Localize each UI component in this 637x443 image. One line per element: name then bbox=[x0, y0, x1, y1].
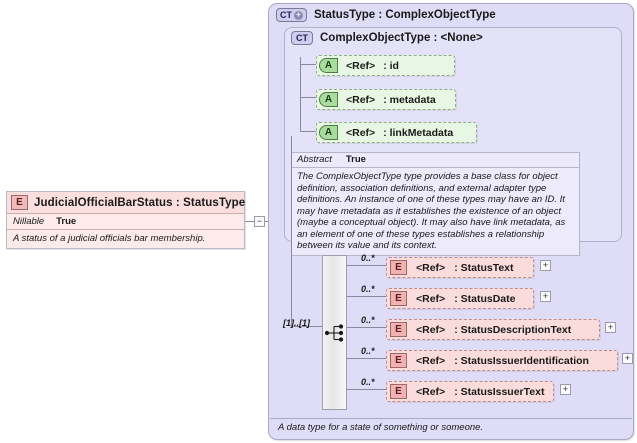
element-ref-label: <Ref> bbox=[416, 385, 446, 398]
attribute-badge-icon: A bbox=[319, 92, 338, 107]
element-branch-statusissueridentification bbox=[347, 358, 386, 359]
complex-type-badge-icon[interactable]: CT bbox=[291, 31, 313, 45]
attribute-branch-metadata bbox=[300, 97, 316, 98]
root-element-property-row: Nillable True bbox=[7, 213, 244, 229]
complex-type-expand-badge-icon[interactable]: CT + bbox=[276, 8, 307, 22]
element-name-label: : StatusText bbox=[454, 261, 514, 274]
element-name-label: : StatusDate bbox=[454, 292, 516, 305]
element-ref-label: <Ref> bbox=[416, 261, 446, 274]
element-branch-statustext bbox=[347, 265, 386, 266]
element-row-statustext[interactable]: E <Ref> : StatusText bbox=[386, 257, 534, 278]
element-name-label: : StatusIssuerIdentification bbox=[454, 354, 589, 367]
attribute-badge-icon: A bbox=[319, 125, 338, 140]
abstract-value: True bbox=[345, 154, 366, 165]
attribute-name-label: : linkMetadata bbox=[383, 126, 454, 139]
expand-button-statusissuertext[interactable]: + bbox=[560, 384, 571, 395]
attribute-badge-icon: A bbox=[319, 58, 338, 73]
element-name-label: : StatusDescriptionText bbox=[454, 323, 572, 336]
sequence-trunk-line bbox=[291, 136, 292, 326]
element-ref-label: <Ref> bbox=[416, 292, 446, 305]
element-badge-icon: E bbox=[11, 195, 28, 210]
attribute-name-label: : metadata bbox=[383, 93, 436, 106]
occurrence-label: 0..* bbox=[361, 315, 375, 325]
plus-icon: + bbox=[607, 321, 614, 332]
connector-line-element-to-toggle bbox=[245, 221, 254, 222]
element-row-statusissuertext[interactable]: E <Ref> : StatusIssuerText bbox=[386, 381, 554, 402]
element-badge-icon: E bbox=[390, 322, 407, 337]
abstract-key: Abstract bbox=[297, 154, 332, 165]
attribute-ref-label: <Ref> bbox=[346, 93, 376, 106]
element-badge-icon: E bbox=[390, 291, 407, 306]
expand-button-statustext[interactable]: + bbox=[540, 260, 551, 271]
occurrence-label: 0..* bbox=[361, 377, 375, 387]
expand-plus-icon: + bbox=[294, 10, 303, 20]
attribute-branch-id bbox=[300, 64, 316, 65]
panel-header: CT + StatusType : ComplexObjectType bbox=[269, 4, 633, 25]
attribute-name-label: : id bbox=[383, 59, 399, 72]
element-row-statusissueridentification[interactable]: E <Ref> : StatusIssuerIdentification bbox=[386, 350, 618, 371]
element-badge-icon: E bbox=[390, 384, 407, 399]
collapse-toggle-glyph: − bbox=[256, 215, 263, 226]
panel-footer-documentation: A data type for a state of something or … bbox=[270, 418, 632, 433]
abstract-row: Abstract True bbox=[292, 153, 579, 168]
attribute-row-id[interactable]: A <Ref> : id bbox=[316, 55, 455, 76]
panel-title: StatusType : ComplexObjectType bbox=[314, 9, 496, 21]
sequence-cardinality-label: [1]..[1] bbox=[283, 318, 310, 328]
root-element-title: JudicialOfficialBarStatus : StatusType bbox=[34, 196, 246, 209]
abstract-documentation-block: Abstract True The ComplexObjectType type… bbox=[291, 152, 580, 257]
element-branch-statusdescriptiontext bbox=[347, 327, 386, 328]
expand-button-statusdate[interactable]: + bbox=[540, 291, 551, 302]
abstract-documentation-text: The ComplexObjectType type provides a ba… bbox=[297, 171, 566, 252]
expand-button-statusdescriptiontext[interactable]: + bbox=[605, 322, 616, 333]
occurrence-label: 0..* bbox=[361, 253, 375, 263]
plus-icon: + bbox=[562, 383, 569, 394]
inner-panel-header: CT ComplexObjectType : <None> bbox=[285, 28, 621, 47]
expand-button-statusissueridentification[interactable]: + bbox=[622, 353, 633, 364]
ct-badge-label: CT bbox=[280, 9, 292, 20]
occurrence-label: 0..* bbox=[361, 284, 375, 294]
root-element-documentation: A status of a judicial officials bar mem… bbox=[7, 229, 244, 249]
plus-icon: + bbox=[624, 352, 631, 363]
sequence-compositor-box[interactable] bbox=[322, 255, 347, 410]
root-element-box[interactable]: E JudicialOfficialBarStatus : StatusType… bbox=[6, 191, 246, 250]
element-name-label: : StatusIssuerText bbox=[454, 385, 545, 398]
element-ref-label: <Ref> bbox=[416, 354, 446, 367]
element-row-statusdescriptiontext[interactable]: E <Ref> : StatusDescriptionText bbox=[386, 319, 600, 340]
attribute-ref-label: <Ref> bbox=[346, 126, 376, 139]
attribute-tree-trunk bbox=[300, 57, 301, 132]
occurrence-label: 0..* bbox=[361, 346, 375, 356]
attribute-row-metadata[interactable]: A <Ref> : metadata bbox=[316, 89, 456, 110]
root-element-header: E JudicialOfficialBarStatus : StatusType bbox=[7, 192, 246, 213]
sequence-connector-line bbox=[291, 326, 330, 327]
inner-ct-badge-label: CT bbox=[296, 32, 308, 43]
property-value: True bbox=[56, 216, 77, 227]
element-branch-statusissuertext bbox=[347, 389, 386, 390]
plus-icon: + bbox=[542, 290, 549, 301]
element-ref-label: <Ref> bbox=[416, 323, 446, 336]
element-badge-icon: E bbox=[390, 260, 407, 275]
collapse-toggle-button[interactable]: − bbox=[254, 216, 265, 227]
attribute-branch-linkmetadata bbox=[300, 131, 316, 132]
element-row-statusdate[interactable]: E <Ref> : StatusDate bbox=[386, 288, 534, 309]
inner-panel-title: ComplexObjectType : <None> bbox=[320, 32, 483, 44]
property-key: Nillable bbox=[13, 216, 45, 227]
element-badge-icon: E bbox=[390, 353, 407, 368]
sequence-compositor-icon bbox=[324, 323, 343, 342]
attribute-row-linkmetadata[interactable]: A <Ref> : linkMetadata bbox=[316, 122, 477, 143]
plus-icon: + bbox=[542, 259, 549, 270]
element-branch-statusdate bbox=[347, 296, 386, 297]
attribute-ref-label: <Ref> bbox=[346, 59, 376, 72]
